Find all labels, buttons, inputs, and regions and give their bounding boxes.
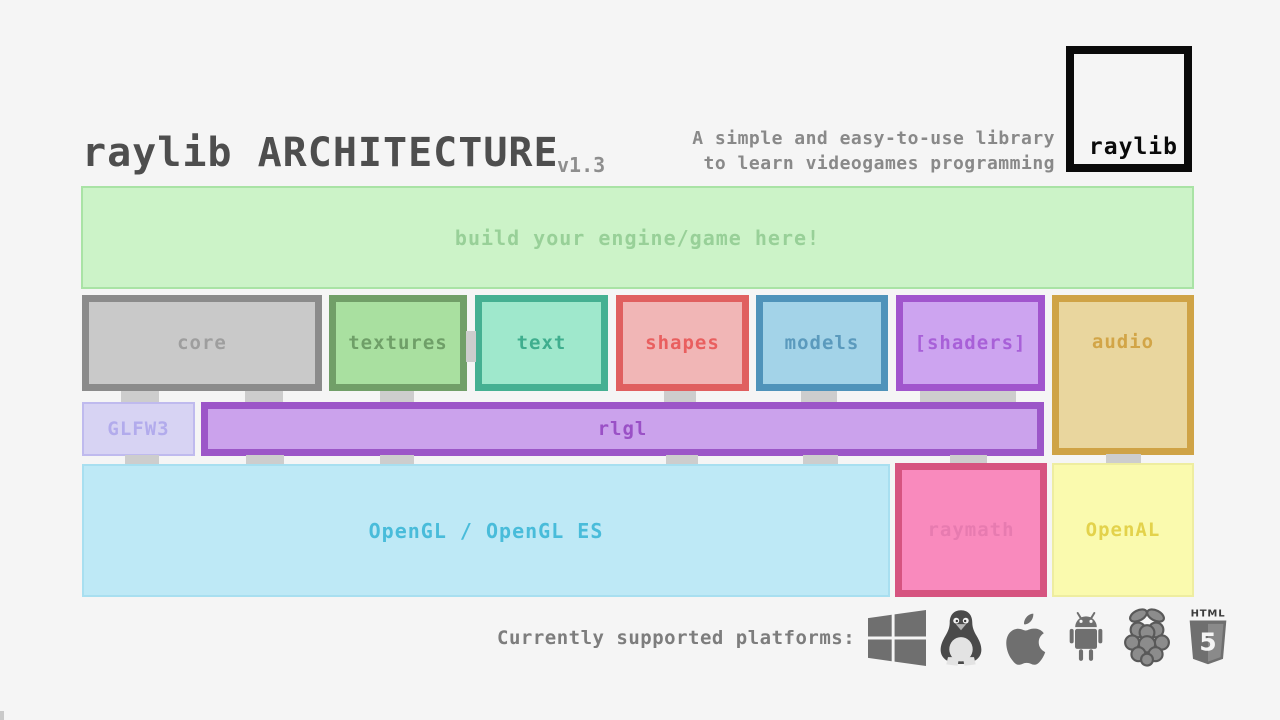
platforms-row: Currently supported platforms:	[497, 602, 1233, 674]
raylib-logo: raylib	[1066, 46, 1192, 172]
windows-icon	[868, 609, 927, 667]
raymath-label: raymath	[927, 519, 1015, 541]
opengl-label: OpenGL / OpenGL ES	[368, 518, 604, 543]
apple-icon	[1006, 613, 1046, 665]
connector-horizontal	[466, 331, 476, 362]
connector	[664, 391, 696, 402]
tagline-line-2: to learn videogames programming	[703, 153, 1055, 174]
connector	[121, 391, 159, 402]
box-openal: OpenAL	[1052, 463, 1194, 597]
raspberry-pi-icon	[1124, 608, 1171, 667]
connector	[1106, 454, 1141, 465]
module-core-label: core	[177, 332, 227, 354]
engine-banner: build your engine/game here!	[81, 186, 1194, 289]
module-models: models	[756, 295, 888, 391]
svg-text:5: 5	[1199, 628, 1216, 657]
svg-text:HTML: HTML	[1191, 608, 1226, 619]
box-opengl: OpenGL / OpenGL ES	[82, 464, 890, 597]
raylib-logo-label: raylib	[1088, 134, 1178, 160]
android-icon	[1069, 612, 1103, 661]
box-raymath: raymath	[895, 463, 1047, 597]
connector	[920, 391, 1016, 402]
module-audio-label: audio	[1091, 331, 1155, 353]
module-textures-label: textures	[348, 332, 448, 354]
module-audio: audio	[1052, 295, 1194, 455]
connector	[125, 455, 159, 465]
connector	[380, 391, 414, 402]
module-textures: textures	[329, 295, 467, 391]
module-shaders: [shaders]	[896, 295, 1045, 391]
box-rlgl: rlgl	[201, 402, 1044, 456]
connector	[380, 455, 414, 465]
version-label: v1.3	[557, 153, 606, 177]
tagline-line-1: A simple and easy-to-use library	[692, 128, 1055, 149]
connector	[803, 455, 838, 465]
module-shapes: shapes	[616, 295, 749, 391]
module-shapes-label: shapes	[645, 332, 720, 354]
module-text: text	[475, 295, 608, 391]
module-core: core	[82, 295, 322, 391]
rlgl-label: rlgl	[597, 418, 648, 440]
platforms-label: Currently supported platforms:	[497, 627, 856, 649]
connector	[801, 391, 837, 402]
tagline: A simple and easy-to-use library to lear…	[692, 126, 1055, 176]
module-models-label: models	[784, 332, 860, 354]
module-shaders-label: [shaders]	[914, 332, 1027, 354]
page-title: raylib ARCHITECTURE	[82, 130, 559, 176]
box-glfw3: GLFW3	[82, 402, 195, 456]
openal-label: OpenAL	[1085, 519, 1161, 541]
connector	[246, 455, 284, 465]
connector	[666, 455, 698, 465]
html5-icon: HTML 5	[1189, 608, 1227, 665]
glfw3-label: GLFW3	[107, 418, 170, 440]
engine-banner-label: build your engine/game here!	[454, 225, 821, 250]
connector	[245, 391, 283, 402]
connector	[950, 455, 987, 465]
module-text-label: text	[516, 332, 567, 354]
scrollbar-fragment	[0, 711, 4, 720]
linux-icon	[940, 610, 982, 666]
